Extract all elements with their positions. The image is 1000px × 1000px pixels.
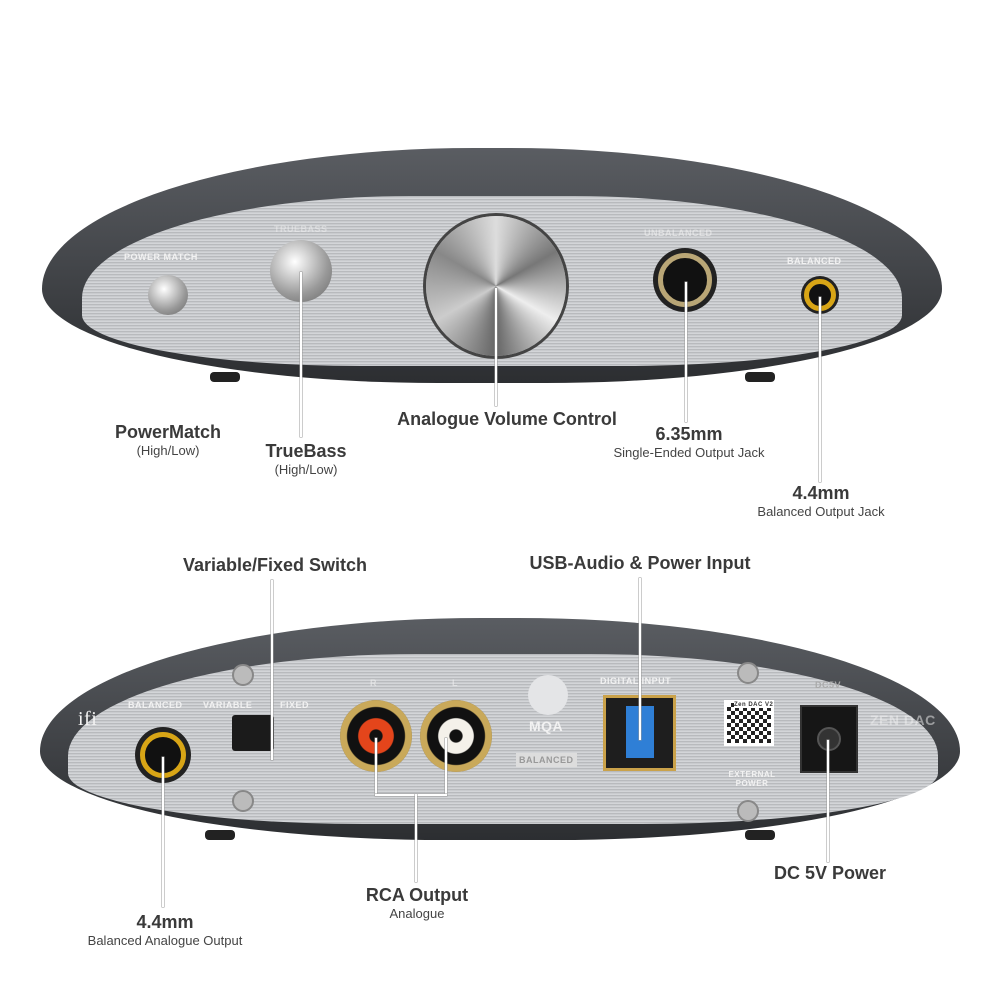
dc5v-label: DC5V [815,680,842,690]
screw [737,800,759,822]
ifi-logo: ifi [78,708,98,730]
dc-power-jack [800,705,858,773]
external-power-label: EXTERNAL POWER [728,770,776,788]
power-match-button[interactable] [148,275,188,315]
variable-fixed-switch[interactable] [232,715,274,751]
rca-l-label: L [452,678,458,688]
power-match-label: POWER MATCH [124,252,198,262]
callout-powermatch: PowerMatch(High/Low) [114,422,222,458]
screw [737,662,759,684]
mqa-label: MQA [529,718,564,734]
qr-code [724,700,774,746]
truebass-label: TRUEBASS [274,224,328,234]
digital-input-label: DIGITAL INPUT [600,676,672,686]
front-device: POWER MATCH TRUEBASS UNBALANCED BALANCED [42,148,942,383]
qr-text: Zen DAC V2 [734,702,774,708]
screw [232,790,254,812]
back-panel [68,654,938,824]
balanced-label: BALANCED [787,256,842,266]
back-balanced-label: BALANCED [128,700,183,710]
callout-dc5v: DC 5V Power [773,863,887,883]
mqa-badge: BALANCED [516,753,577,767]
rca-left-jack [420,700,492,772]
callout-truebass: TrueBass(High/Low) [265,441,347,477]
callout-variable-fixed: Variable/Fixed Switch [182,555,368,575]
unbalanced-label: UNBALANCED [644,228,713,238]
rca-r-label: R [370,678,377,688]
callout-usb: USB-Audio & Power Input [529,553,751,573]
callout-volume: Analogue Volume Control [397,409,617,429]
fixed-label: FIXED [280,700,310,710]
screw [232,664,254,686]
zen-dac-logo: ZEN DAC [870,712,936,728]
variable-label: VARIABLE [203,700,253,710]
mqa-logo [528,675,568,715]
